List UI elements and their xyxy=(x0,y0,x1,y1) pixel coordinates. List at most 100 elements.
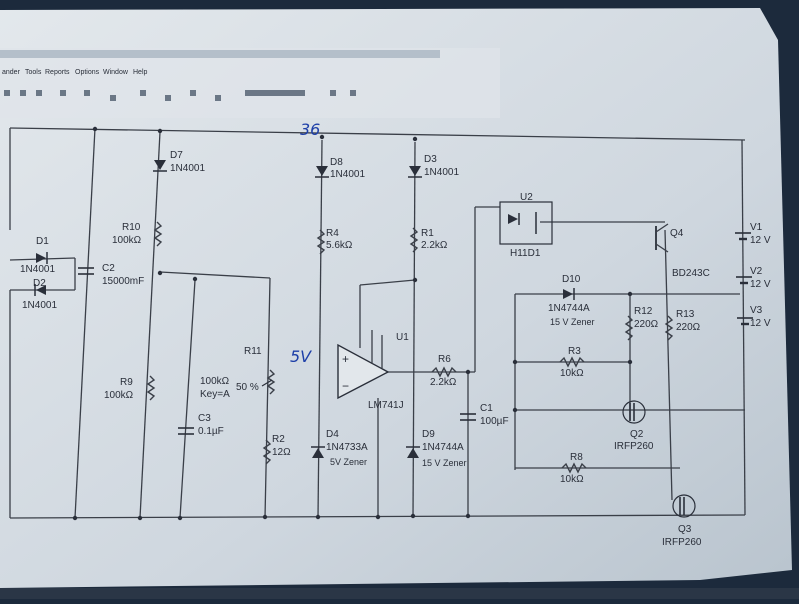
diode-d2: D2 1N4001 xyxy=(22,278,57,311)
r13-ref: R13 xyxy=(676,309,695,320)
toolbar-icon[interactable] xyxy=(36,90,42,96)
toolbar-icon[interactable] xyxy=(140,90,146,96)
menu-item-0[interactable]: ander xyxy=(2,69,21,76)
d4-ref: D4 xyxy=(326,429,339,440)
menu-item-5[interactable]: Help xyxy=(133,69,148,76)
v1-value: 12 V xyxy=(750,235,771,246)
d7-ref: D7 xyxy=(170,150,183,161)
toolbar-icon[interactable] xyxy=(165,95,171,101)
v1-ref: V1 xyxy=(750,222,763,233)
c1-value: 100µF xyxy=(480,416,509,427)
q2-value: IRFP260 xyxy=(614,441,654,452)
paper-sheet xyxy=(0,8,792,588)
window-titlebar xyxy=(0,50,440,58)
r1-ref: R1 xyxy=(421,228,434,239)
r4-ref: R4 xyxy=(326,228,339,239)
r2-ref: R2 xyxy=(272,434,285,445)
optocoupler-u2: U2 H11D1 xyxy=(499,192,553,259)
resistor-r4: R4 5.6kΩ xyxy=(316,228,353,255)
q3-ref: Q3 xyxy=(678,524,692,535)
battery-v2: V2 12 V xyxy=(736,266,771,290)
r11-setting: 50 % xyxy=(236,382,259,393)
diode-d8: D8 1N4001 xyxy=(315,157,365,180)
q2-ref: Q2 xyxy=(630,429,644,440)
menu-item-3[interactable]: Options xyxy=(75,69,100,76)
d9-ref: D9 xyxy=(422,429,435,440)
mosfet-q3: Q3 IRFP260 xyxy=(662,494,702,548)
toolbar-area xyxy=(0,48,500,118)
c2-ref: C2 xyxy=(102,263,115,274)
r10-value: 100kΩ xyxy=(112,235,142,246)
resistor-r10: R10 100kΩ xyxy=(112,221,163,247)
toolbar-icon[interactable] xyxy=(190,90,196,96)
d1-value: 1N4001 xyxy=(20,264,55,275)
toolbar-icon[interactable] xyxy=(4,90,10,96)
v3-ref: V3 xyxy=(750,305,763,316)
v2-ref: V2 xyxy=(750,266,763,277)
transistor-q4: Q4 BD243C xyxy=(655,223,710,279)
d10-value: 1N4744A xyxy=(548,303,590,314)
toolbar-icon[interactable] xyxy=(60,90,66,96)
fabric-strip xyxy=(0,588,799,599)
zener-d9: D9 1N4744A 15 V Zener xyxy=(406,429,467,468)
diode-d1: D1 1N4001 xyxy=(20,236,55,275)
menu-item-1[interactable]: Tools xyxy=(25,69,42,76)
q4-ref: Q4 xyxy=(670,228,684,239)
r13-value: 220Ω xyxy=(676,322,701,333)
toolbar-icon[interactable] xyxy=(20,90,26,96)
r4-value: 5.6kΩ xyxy=(326,240,353,251)
r6-value: 2.2kΩ xyxy=(430,377,457,388)
diode-d3: D3 1N4001 xyxy=(408,154,459,178)
d10-note: 15 V Zener xyxy=(550,317,595,327)
resistor-r12: R12 220Ω xyxy=(624,306,659,341)
menu-bar: ander Tools Reports Options Window Help xyxy=(2,69,148,76)
r12-value: 220Ω xyxy=(634,319,659,330)
opamp-u1: + − U1 LM741J xyxy=(337,330,409,411)
mosfet-q2: Q2 IRFP260 xyxy=(614,400,654,452)
toolbar-icon[interactable] xyxy=(215,95,221,101)
d4-note: 5V Zener xyxy=(330,457,367,467)
battery-v3: V3 12 V xyxy=(737,305,771,329)
toolbar-icons xyxy=(4,90,356,101)
c3-ref: C3 xyxy=(198,413,211,424)
svg-text:−: − xyxy=(342,379,349,393)
diode-d7: D7 1N4001 xyxy=(153,150,205,174)
zener-d4: D4 1N4733A 5V Zener xyxy=(311,429,368,467)
capacitor-c3: C3 0.1µF xyxy=(178,413,224,437)
r3-ref: R3 xyxy=(568,346,581,357)
d2-ref: D2 xyxy=(33,278,46,289)
d3-value: 1N4001 xyxy=(424,167,459,178)
toolbar-dropdown[interactable] xyxy=(245,90,305,96)
toolbar-icon[interactable] xyxy=(110,95,116,101)
r3-value: 10kΩ xyxy=(560,368,584,379)
toolbar-icon[interactable] xyxy=(330,90,336,96)
toolbar-icon[interactable] xyxy=(84,90,90,96)
d1-ref: D1 xyxy=(36,236,49,247)
q4-value: BD243C xyxy=(672,268,710,279)
menu-item-2[interactable]: Reports xyxy=(45,69,70,76)
r12-ref: R12 xyxy=(634,306,653,317)
handwritten-top-voltage: 36 xyxy=(300,120,320,139)
c1-ref: C1 xyxy=(480,403,493,414)
resistor-r1: R1 2.2kΩ xyxy=(409,227,448,253)
resistor-r2: R2 12Ω xyxy=(262,434,291,465)
u1-ref: U1 xyxy=(396,332,409,343)
zener-d10: D10 1N4744A 15 V Zener xyxy=(548,274,595,327)
r9-value: 100kΩ xyxy=(104,390,134,401)
resistor-r13: R13 220Ω xyxy=(664,309,701,341)
q3-value: IRFP260 xyxy=(662,537,702,548)
menu-item-4[interactable]: Window xyxy=(103,69,129,76)
svg-text:+: + xyxy=(342,352,349,366)
junctions xyxy=(72,126,633,521)
resistor-r8: R8 10kΩ xyxy=(560,452,587,485)
v3-value: 12 V xyxy=(750,318,771,329)
potentiometer-r11: R11 100kΩ Key=A 50 % xyxy=(200,346,276,400)
toolbar-icon[interactable] xyxy=(350,90,356,96)
d10-ref: D10 xyxy=(562,274,581,285)
d9-note: 15 V Zener xyxy=(422,458,467,468)
capacitor-c1: C1 100µF xyxy=(460,403,509,427)
d8-ref: D8 xyxy=(330,157,343,168)
r6-ref: R6 xyxy=(438,354,451,365)
